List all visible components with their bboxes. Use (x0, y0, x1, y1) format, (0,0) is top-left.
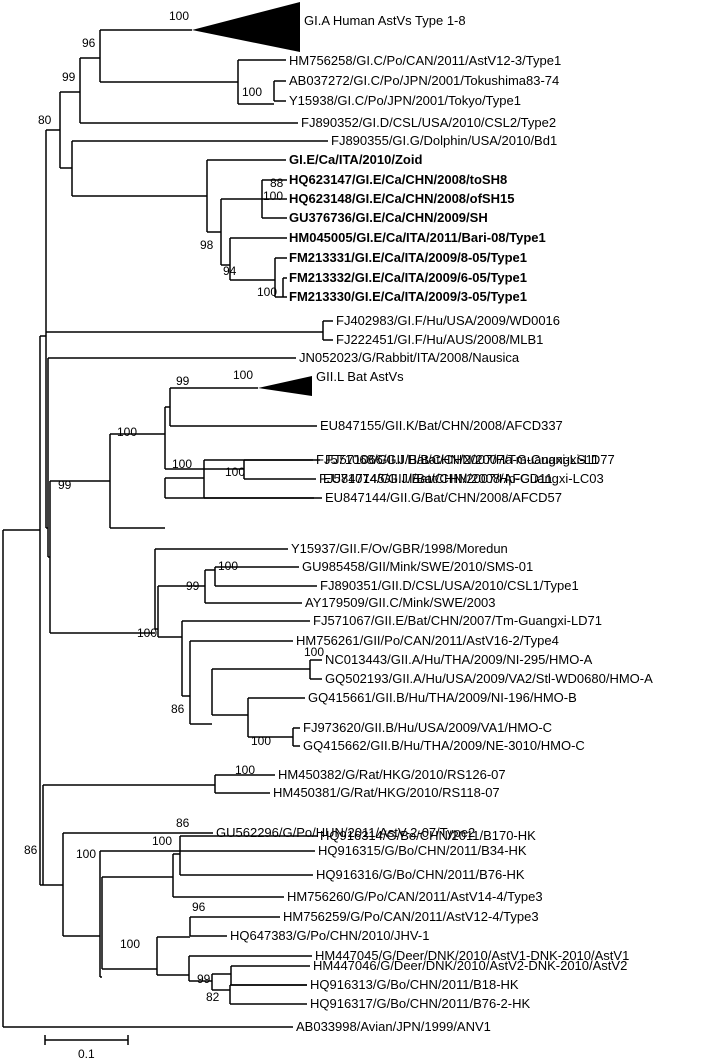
leaf-label: Y15938/GI.C/Po/JPN/2001/Tokyo/Type1 (289, 93, 521, 108)
leaf-label: HM045005/GI.E/Ca/ITA/2011/Bari-08/Type1 (289, 230, 546, 245)
collapsed-clade-giil-bootstrap: 100 (233, 368, 253, 382)
leaf-labels: HM756258/GI.C/Po/CAN/2011/AstV12-3/Type1… (216, 53, 653, 1034)
leaf-label: HM756258/GI.C/Po/CAN/2011/AstV12-3/Type1 (289, 53, 561, 68)
bootstrap-value: 94 (223, 264, 237, 278)
bootstrap-value: 98 (200, 238, 214, 252)
leaf-label: HM447045/G/Deer/DNK/2010/AstV1-DNK-2010/… (315, 948, 629, 963)
bootstrap-value: 99 (62, 70, 76, 84)
leaf-label: HQ647383/G/Po/CHN/2010/JHV-1 (230, 928, 429, 943)
leaf-label: AY179509/GII.C/Mink/SWE/2003 (305, 595, 496, 610)
bootstrap-value: 100 (137, 626, 157, 640)
leaf-label: GU562296/G/Po/HUN/2011/AstV-2-07/Type2 (216, 825, 475, 840)
leaf-label: EU847155/GII.K/Bat/CHN/2008/AFCD337 (320, 418, 563, 433)
leaf-label: HM756261/GII/Po/CAN/2011/AstV16-2/Type4 (296, 633, 559, 648)
collapsed-clade-gia-triangle (192, 2, 300, 52)
leaf-label: Y15937/GII.F/Ov/GBR/1998/Moredun (291, 541, 508, 556)
bootstrap-value: 100 (251, 734, 271, 748)
leaf-label: HM450382/G/Rat/HKG/2010/RS126-07 (278, 767, 506, 782)
leaf-label: AB033998/Avian/JPN/1999/ANV1 (296, 1019, 491, 1034)
bootstrap-value: 100 (117, 425, 137, 439)
leaf-label: FJ890351/GII.D/CSL/USA/2010/CSL1/Type1 (320, 578, 579, 593)
leaf-label: AB037272/GI.C/Po/JPN/2001/Tokushima83-74 (289, 73, 559, 88)
leaf-label: FJ402983/GI.F/Hu/USA/2009/WD0016 (336, 313, 560, 328)
bootstrap-value: 100 (120, 937, 140, 951)
scale-bar-label: 0.1 (78, 1047, 95, 1060)
bootstrap-value: 99 (186, 579, 200, 593)
leaf-label: HQ916316/G/Bo/CHN/2011/B76-HK (316, 867, 525, 882)
leaf-label: HQ623147/GI.E/Ca/CHN/2008/toSH8 (289, 172, 507, 187)
leaf-label: HM447046/G/Deer/DNK/2010/AstV2-DNK-2010/… (313, 958, 627, 973)
bootstrap-value: 100 (235, 763, 255, 777)
bootstrap-value: 99 (58, 478, 72, 492)
bootstrap-value: 96 (192, 900, 206, 914)
leaf-label: FJ973620/GII.B/Hu/USA/2009/VA1/HMO-C (303, 720, 552, 735)
bootstrap-value: 100 (257, 285, 277, 299)
collapsed-clade-gia-bootstrap: 100 (169, 9, 189, 23)
leaf-label: GQ415661/GII.B/Hu/THA/2009/NI-196/HMO-B (308, 690, 577, 705)
bootstrap-value: 100 (263, 189, 283, 203)
leaf-label: HM450381/G/Rat/HKG/2010/RS118-07 (273, 785, 500, 800)
leaf-label: FJ571074/GII.J/Bat/CHN/2007/Hp-Guangxi-L… (319, 471, 604, 486)
bootstrap-value: 88 (270, 176, 284, 190)
bootstrap-value: 100 (76, 847, 96, 861)
bootstrap-value: 100 (225, 465, 245, 479)
leaf-label: FJ222451/GI.F/Hu/AUS/2008/MLB1 (336, 332, 543, 347)
bootstrap-value: 100 (242, 85, 262, 99)
leaf-label: GQ415662/GII.B/Hu/THA/2009/NE-3010/HMO-C (303, 738, 585, 753)
leaf-label: GU985458/GII/Mink/SWE/2010/SMS-01 (302, 559, 533, 574)
bootstrap-value: 100 (218, 559, 238, 573)
bootstrap-value: 100 (152, 834, 172, 848)
bootstrap-value: 99 (176, 374, 190, 388)
leaf-label: HQ916313/G/Bo/CHN/2011/B18-HK (310, 977, 519, 992)
bootstrap-value: 80 (38, 113, 52, 127)
leaf-label: HM756259/G/Po/CAN/2011/AstV12-4/Type3 (283, 909, 539, 924)
scale-bar: 0.1 (44, 1035, 129, 1060)
leaf-label: HQ916315/G/Bo/CHN/2011/B34-HK (318, 843, 527, 858)
bootstrap-value: 82 (206, 990, 220, 1004)
leaf-label: FM213332/GI.E/Ca/ITA/2009/6-05/Type1 (289, 270, 527, 285)
leaf-label: FJ571068/GII.J/Bat/CHN/2007/Ha-Guangxi-L… (316, 452, 599, 467)
bootstrap-value: 100 (304, 645, 324, 659)
leaf-label: EU847144/GII.G/Bat/CHN/2008/AFCD57 (325, 490, 562, 505)
bootstrap-value: 86 (176, 816, 190, 830)
leaf-label: FJ890355/GI.G/Dolphin/USA/2010/Bd1 (331, 133, 557, 148)
leaf-label: GQ502193/GII.A/Hu/USA/2009/VA2/Stl-WD068… (325, 671, 653, 686)
bootstrap-value: 99 (197, 972, 211, 986)
bootstrap-value: 100 (172, 457, 192, 471)
leaf-label: EU847145/GII.I/Bat/CHN/2008/AFCD11 (323, 471, 553, 486)
collapsed-clades: GI.A Human AstVs Type 1-8 100 GII.L Bat … (169, 2, 466, 396)
leaf-label: HQ916314/G/Bo/CHN/2011/B170-HK (320, 828, 536, 843)
bootstrap-value: 96 (82, 36, 96, 50)
collapsed-clade-gia-label: GI.A Human AstVs Type 1-8 (304, 13, 466, 28)
leaf-label: HQ623148/GI.E/Ca/CHN/2008/ofSH15 (289, 191, 514, 206)
scale-bar-line (44, 1035, 129, 1045)
leaf-label: HQ916317/G/Bo/CHN/2011/B76-2-HK (310, 996, 530, 1011)
leaf-label: FJ571066/GII.H/Bat/CHN/2007/Tm-Guangxi-L… (325, 452, 615, 467)
leaf-label: JN052023/G/Rabbit/ITA/2008/Nausica (299, 350, 520, 365)
leaf-label: FJ890352/GI.D/CSL/USA/2010/CSL2/Type2 (301, 115, 556, 130)
bootstrap-value: 86 (171, 702, 185, 716)
leaf-label: GU376736/GI.E/Ca/CHN/2009/SH (289, 210, 488, 225)
tree-branches (2, 29, 333, 1028)
bootstrap-values: 96 99 80 100 88 100 98 94 100 99 100 100… (24, 36, 324, 1004)
leaf-label: GI.E/Ca/ITA/2010/Zoid (289, 152, 422, 167)
leaf-label: FJ571067/GII.E/Bat/CHN/2007/Tm-Guangxi-L… (313, 613, 602, 628)
leaf-label: NC013443/GII.A/Hu/THA/2009/NI-295/HMO-A (325, 652, 593, 667)
bootstrap-value: 86 (24, 843, 38, 857)
collapsed-clade-giil-triangle (258, 376, 312, 396)
leaf-label: HM756260/G/Po/CAN/2011/AstV14-4/Type3 (287, 889, 543, 904)
leaf-label: FM213331/GI.E/Ca/ITA/2009/8-05/Type1 (289, 250, 527, 265)
collapsed-clade-giil-label: GII.L Bat AstVs (316, 369, 404, 384)
leaf-label: FM213330/GI.E/Ca/ITA/2009/3-05/Type1 (289, 289, 527, 304)
